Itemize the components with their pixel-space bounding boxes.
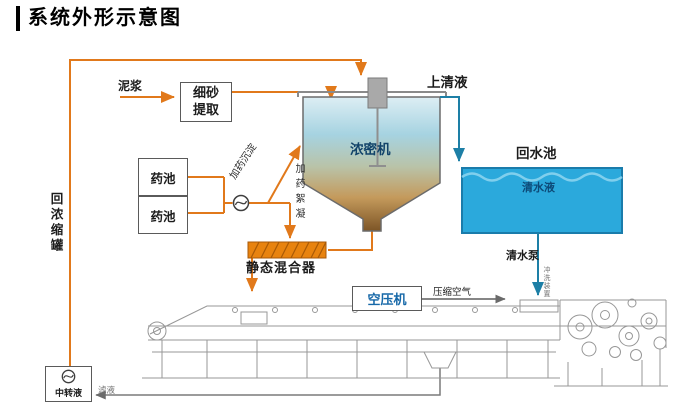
static-mixer-body	[247, 241, 327, 259]
supernatant-label: 上清液	[427, 75, 468, 90]
chemical-tank-2-label: 药池	[150, 209, 176, 224]
thickener-motor	[367, 77, 388, 167]
chemical-tank-box-1: 药池	[138, 158, 188, 196]
page-title: 系统外形示意图	[16, 6, 182, 31]
dosing-flocculation-label: 加药絮凝	[293, 163, 304, 223]
transfer-liquid-label: 中转液	[54, 388, 82, 398]
fine-sand-extraction-box: 细砂提取	[180, 82, 232, 122]
clear-water-label: 清水液	[522, 182, 555, 194]
flushing-device-label: 冲洗装置	[543, 266, 550, 298]
return-water-pool-tank	[461, 167, 623, 234]
chemical-tank-box-2: 药池	[138, 196, 188, 234]
thickener-label: 浓密机	[350, 142, 391, 157]
slurry-flow-lines	[69, 59, 373, 366]
transfer-liquid-box: 中转液	[45, 366, 92, 402]
return-concentrate-tank-label: 回浓缩罐	[48, 192, 63, 254]
static-mixer-label: 静态混合器	[246, 260, 317, 275]
chemical-tank-1-label: 药池	[150, 171, 176, 186]
belt-filter-press	[142, 298, 668, 387]
transfer-pump-icon	[61, 369, 76, 384]
clean-water-pump-label: 清水泵	[506, 250, 539, 262]
water-lines	[440, 96, 544, 296]
slurry-label: 泥浆	[118, 79, 143, 93]
filtrate-line	[95, 368, 441, 400]
return-water-pool-label: 回水池	[516, 146, 557, 161]
air-compressor-label: 空压机	[367, 292, 407, 307]
compressed-air-label: 压缩空气	[433, 287, 472, 298]
dosing-pump-icon	[232, 194, 250, 212]
fine-sand-extraction-label: 细砂提取	[192, 85, 219, 117]
thickener-tank	[297, 91, 447, 232]
filtrate-label: 滤液	[98, 385, 116, 395]
air-compressor-box: 空压机	[352, 286, 422, 311]
